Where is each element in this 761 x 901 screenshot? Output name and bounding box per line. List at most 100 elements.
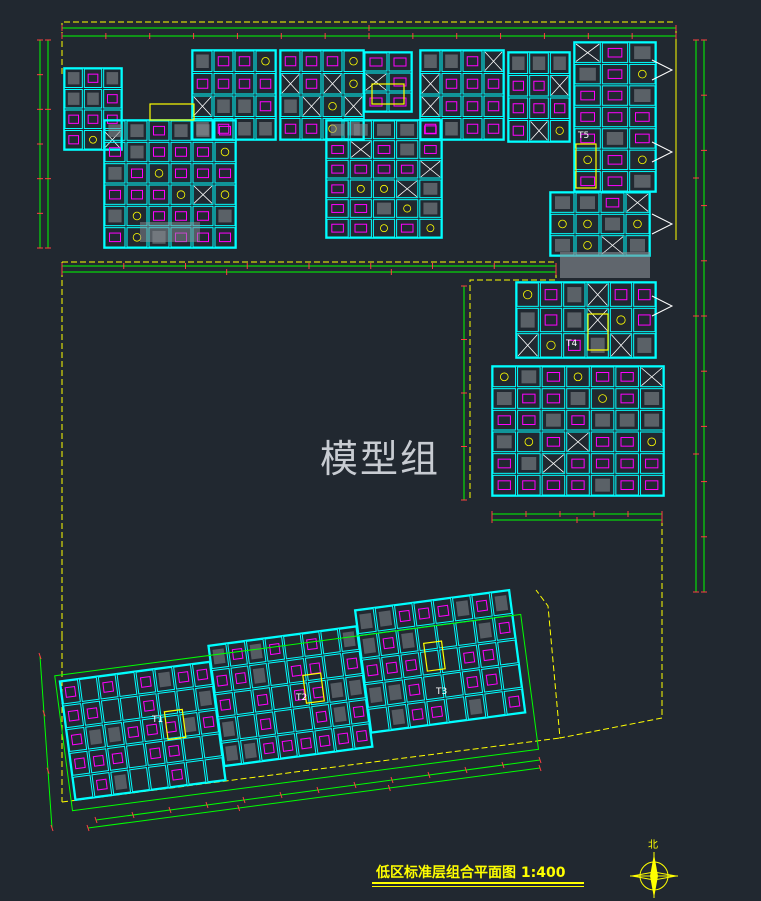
room (322, 95, 343, 117)
room (615, 409, 639, 431)
room (301, 118, 322, 140)
furniture (544, 289, 558, 301)
room (372, 179, 396, 199)
room (403, 676, 426, 703)
block-south-t1 (58, 660, 227, 802)
room (600, 213, 625, 235)
room (170, 141, 192, 163)
furniture (216, 674, 229, 687)
room (323, 653, 345, 679)
furniture (605, 197, 620, 208)
core-cross (397, 180, 418, 197)
room (163, 738, 185, 764)
grid-marker (349, 57, 358, 66)
furniture (645, 458, 659, 469)
core-cross (193, 96, 212, 116)
furniture (196, 78, 209, 89)
room (566, 366, 590, 388)
room (141, 716, 163, 743)
room (601, 106, 629, 128)
balcony-hatch (238, 122, 251, 136)
furniture (86, 707, 99, 720)
core-cross (530, 121, 548, 141)
furniture (234, 672, 247, 685)
balcony-hatch (644, 413, 660, 427)
room (307, 679, 329, 706)
room (396, 120, 419, 140)
room (214, 184, 236, 205)
room (192, 50, 213, 72)
balcony-hatch (546, 413, 561, 427)
room (372, 159, 396, 179)
dimension-tick (38, 652, 42, 660)
dimension-tick (353, 781, 357, 789)
room (63, 703, 85, 729)
room (615, 453, 639, 474)
room (550, 192, 575, 213)
block-tower-t1-north (103, 119, 237, 249)
room (329, 701, 351, 728)
room (301, 73, 322, 95)
grid-marker (380, 224, 388, 233)
furniture (405, 659, 418, 672)
furniture (620, 480, 634, 491)
block-outline (191, 49, 277, 141)
furniture (331, 184, 344, 194)
room (420, 118, 441, 140)
furniture (580, 90, 595, 101)
room (477, 642, 500, 669)
room (396, 159, 419, 179)
block-north-b (279, 49, 365, 141)
furniture (268, 643, 281, 656)
furniture (153, 125, 165, 136)
room (590, 388, 615, 409)
room (374, 605, 397, 632)
furniture (219, 698, 232, 711)
block-east-connector (549, 191, 651, 257)
dimension-tick (42, 710, 46, 717)
dimension-tick (237, 804, 241, 812)
furniture (331, 223, 344, 233)
balcony-hatch (333, 706, 347, 723)
room (541, 431, 566, 453)
room (492, 409, 517, 431)
furniture (197, 211, 209, 221)
block-outline (515, 281, 657, 359)
room (192, 95, 213, 117)
block-east-south (491, 365, 665, 497)
furniture (377, 164, 391, 174)
furniture (177, 671, 190, 683)
balcony-hatch (637, 337, 652, 353)
furniture (400, 223, 414, 233)
balcony-hatch (108, 124, 122, 138)
balcony-hatch (107, 726, 122, 743)
room (516, 307, 539, 333)
balcony-hatch (521, 457, 537, 470)
furniture (202, 716, 215, 729)
furniture (424, 123, 437, 134)
block-north-stair (363, 51, 413, 113)
room (280, 50, 301, 72)
furniture (546, 437, 561, 447)
room (372, 120, 396, 140)
balcony-hatch (108, 166, 122, 180)
room (273, 708, 295, 735)
core-cross (575, 43, 600, 62)
furniture (305, 56, 318, 67)
room (484, 691, 506, 718)
core-cross (517, 334, 538, 357)
room (204, 757, 226, 783)
room (320, 628, 341, 655)
furniture (131, 168, 143, 179)
room (455, 619, 477, 646)
furniture (231, 647, 244, 660)
north-label: 北 (648, 840, 658, 851)
furniture (522, 480, 536, 491)
balcony-hatch (595, 478, 610, 492)
furniture (238, 78, 251, 89)
furniture (497, 458, 511, 469)
furniture (411, 708, 424, 721)
room (192, 163, 214, 184)
grid-marker (638, 155, 647, 165)
core-cross (641, 367, 663, 386)
